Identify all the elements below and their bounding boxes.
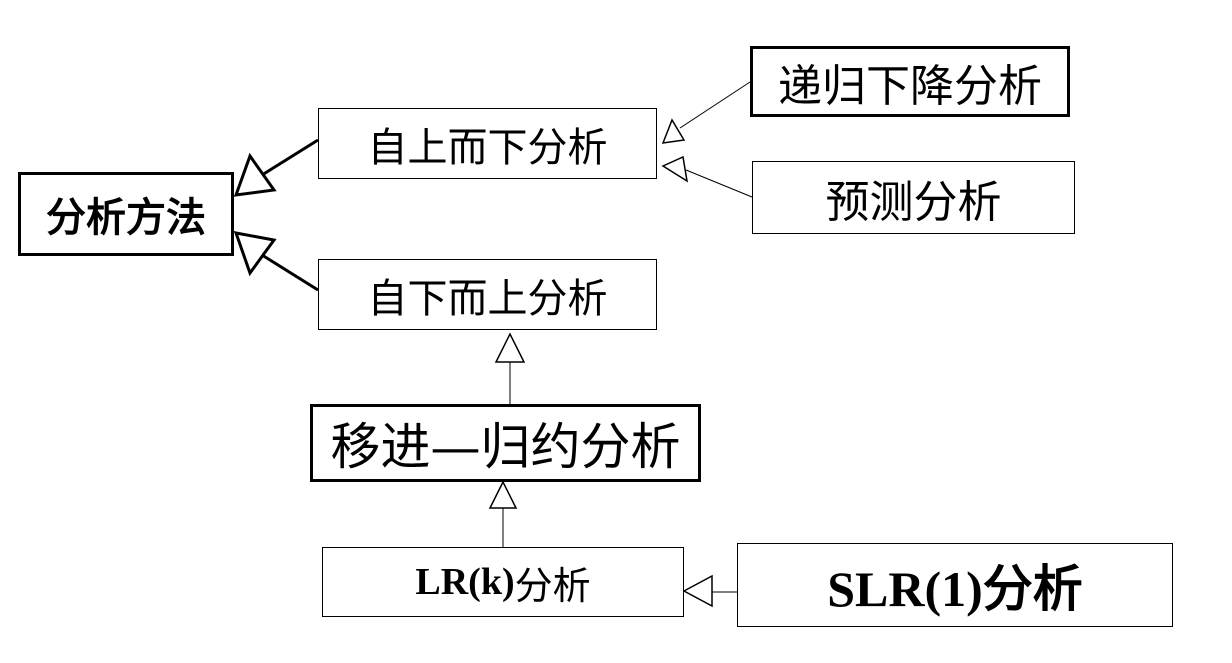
node-shift-reduce-analysis-label: 移进—归约分析 (330, 418, 681, 476)
node-slr1-analysis: SLR(1)分析 (737, 543, 1173, 627)
arrowhead-bottomup (494, 332, 526, 363)
node-predictive-analysis: 预测分析 (752, 161, 1075, 234)
arrowhead-root-top (233, 152, 277, 197)
node-shift-reduce-analysis: 移进—归约分析 (310, 404, 701, 482)
node-predictive-analysis-label: 预测分析 (825, 176, 1002, 228)
node-lrk-analysis-suffix: 分析 (514, 563, 591, 608)
node-lrk-analysis: LR(k)分析 (322, 547, 684, 617)
arrowhead-shiftreduce (488, 480, 518, 509)
arrowhead-root-bottom (233, 231, 277, 277)
node-lrk-analysis-latin: LR(k) (415, 561, 515, 603)
node-analysis-methods-label: 分析方法 (46, 194, 206, 241)
node-top-down-analysis-label: 自上而下分析 (367, 124, 608, 171)
arrowhead-topdown-lower (661, 155, 689, 183)
edge-bottomup-to-root (261, 253, 319, 292)
edge-topdown-to-root (261, 138, 319, 177)
node-slr1-analysis-label: SLR(1)分析 (827, 561, 1083, 617)
edge-arrowheads (233, 118, 713, 608)
edge-lines (261, 81, 753, 593)
node-bottom-up-analysis: 自下而上分析 (318, 259, 657, 330)
node-analysis-methods: 分析方法 (18, 172, 234, 256)
node-recursive-descent-analysis: 递归下降分析 (750, 46, 1070, 117)
edge-recursive-to-topdown (679, 81, 751, 129)
edge-predictive-to-topdown (685, 169, 753, 198)
arrowhead-topdown-upper (661, 118, 686, 144)
node-recursive-descent-analysis-label: 递归下降分析 (778, 60, 1042, 112)
node-bottom-up-analysis-label: 自下而上分析 (367, 275, 608, 322)
node-top-down-analysis: 自上而下分析 (318, 108, 657, 179)
arrowhead-lrk (682, 574, 713, 608)
